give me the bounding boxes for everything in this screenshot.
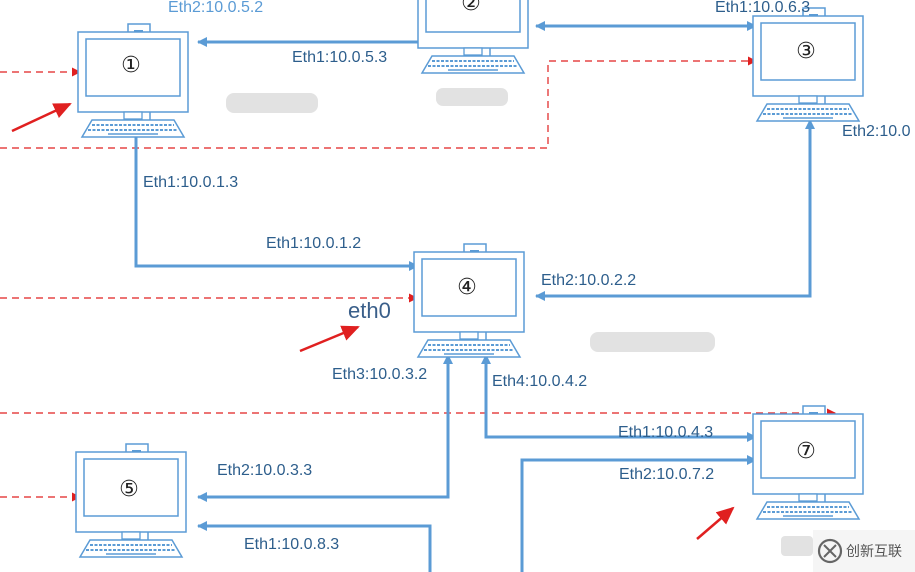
- label-n4-eth4: Eth4:10.0.4.2: [492, 373, 587, 390]
- redacted-patches: [226, 88, 813, 556]
- node-1: ①: [77, 23, 189, 138]
- red-arrow-1: [11, 102, 72, 133]
- watermark-text: 创新互联: [846, 544, 902, 560]
- label-n7-eth1: Eth1:10.0.4.3: [618, 424, 713, 441]
- network-links: [131, 21, 815, 572]
- dashed-connections: [0, 56, 836, 502]
- red-arrow-3: [696, 506, 735, 540]
- node-5-label: ⑤: [119, 477, 139, 502]
- label-n3-eth1: Eth1:10.0.6.3: [715, 0, 810, 16]
- red-arrow-2: [299, 325, 360, 353]
- label-n7-eth2: Eth2:10.0.7.2: [619, 466, 714, 483]
- node-5: ⑤: [75, 443, 187, 558]
- label-n4-eth2: Eth2:10.0.2.2: [541, 272, 636, 289]
- node-4-label: ④: [457, 275, 477, 300]
- node-3-label: ③: [796, 39, 816, 64]
- node-7: ⑦: [752, 405, 864, 520]
- interface-labels: Eth2:10.0.5.2 Eth1:10.0.5.3 Eth1:10.0.6.…: [143, 0, 911, 553]
- label-n5-eth2: Eth2:10.0.3.3: [217, 462, 312, 479]
- node-1-label: ①: [121, 53, 141, 78]
- link-4-5: [197, 354, 453, 502]
- label-eth0: eth0: [348, 298, 391, 323]
- label-n5-eth1: Eth1:10.0.8.3: [244, 536, 339, 553]
- label-n1-eth1: Eth1:10.0.1.3: [143, 174, 238, 191]
- link-4-3: [535, 119, 815, 301]
- label-n4-eth3: Eth3:10.0.3.2: [332, 366, 427, 383]
- node-2: ②: [417, 0, 529, 74]
- node-2-label: ②: [461, 0, 481, 16]
- link-1-4: [131, 127, 419, 271]
- node-7-label: ⑦: [796, 439, 816, 464]
- node-3: ③: [752, 7, 864, 122]
- label-n4-eth1: Eth1:10.0.1.2: [266, 235, 361, 252]
- red-pointer-arrows: [11, 102, 735, 540]
- link-5-out: [197, 521, 432, 572]
- link-4-7: [481, 354, 757, 442]
- label-n1-eth2: Eth2:10.0.5.2: [168, 0, 263, 16]
- label-n2-eth1: Eth1:10.0.5.3: [292, 49, 387, 66]
- link-7-out: [520, 455, 757, 572]
- watermark-logo: 创新互联: [813, 530, 915, 572]
- node-4: ④: [413, 243, 525, 358]
- label-n3-eth2: Eth2:10.0: [842, 123, 911, 140]
